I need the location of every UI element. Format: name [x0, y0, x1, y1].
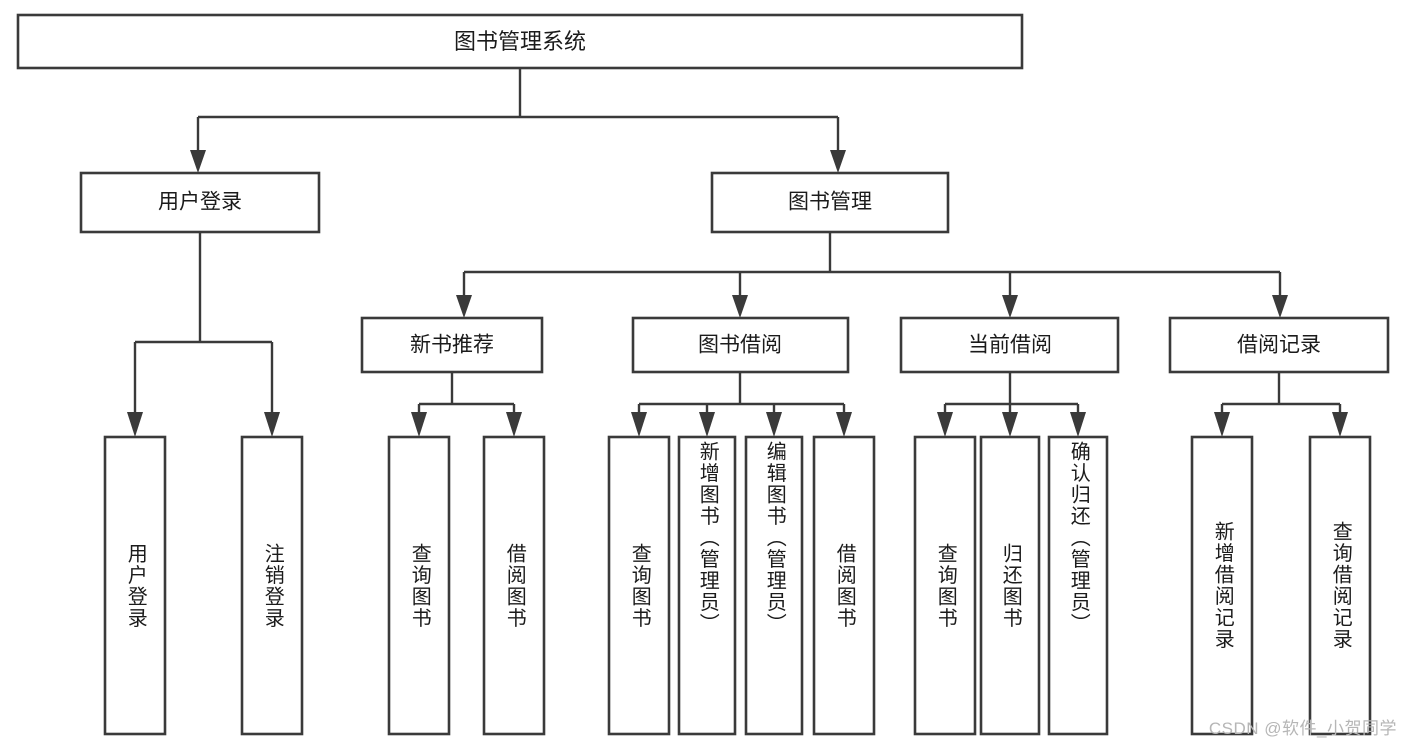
- arrow-to-leaf-confirm-return: [1070, 412, 1086, 437]
- leaf-box-query-book-2[interactable]: [607, 435, 671, 736]
- current-borrow-box[interactable]: [899, 316, 1120, 374]
- leaf-box-borrow-book-2[interactable]: [812, 435, 876, 736]
- book-borrow-label: 图书借阅: [698, 334, 782, 357]
- connector-current-borrow-leaves: [937, 372, 1086, 437]
- current-borrow-label: 当前借阅: [968, 334, 1052, 357]
- connector-borrow-record-leaves: [1214, 372, 1348, 437]
- arrow-to-leaf-add-record: [1214, 412, 1230, 437]
- arrow-to-new-book-rec: [456, 295, 472, 318]
- arrow-to-leaf-edit-book: [766, 412, 782, 437]
- node-root[interactable]: 图书管理系统: [16, 13, 1024, 70]
- leaf-box-return-book[interactable]: [979, 435, 1041, 736]
- arrow-to-leaf-query-book-1: [411, 412, 427, 437]
- leaf-box-confirm-return[interactable]: [1047, 435, 1109, 736]
- arrow-to-leaf-return-book: [1002, 412, 1018, 437]
- arrow-to-leaf-borrow-book-2: [836, 412, 852, 437]
- node-current-borrow[interactable]: 当前借阅: [899, 316, 1120, 374]
- leaf-box-query-record[interactable]: [1308, 435, 1372, 736]
- node-borrow-record[interactable]: 借阅记录: [1168, 316, 1390, 374]
- leaf-box-borrow-book-1[interactable]: [482, 435, 546, 736]
- arrow-to-book-borrow: [732, 295, 748, 318]
- root-box[interactable]: [16, 13, 1024, 70]
- node-new-book-rec[interactable]: 新书推荐: [360, 316, 544, 374]
- arrow-to-leaf-user-logout: [264, 412, 280, 437]
- connector-new-book-rec-leaves: [411, 372, 522, 437]
- leaf-box-user-logout[interactable]: [240, 435, 304, 736]
- new-book-rec-label: 新书推荐: [410, 334, 494, 357]
- arrow-to-leaf-add-book: [699, 412, 715, 437]
- leaf-box-query-book-3[interactable]: [913, 435, 977, 736]
- leaf-box-user-login[interactable]: [103, 435, 167, 736]
- root-label: 图书管理系统: [454, 29, 586, 54]
- leaf-box-query-book-1[interactable]: [387, 435, 451, 736]
- borrow-record-label: 借阅记录: [1237, 334, 1321, 357]
- arrow-to-leaf-query-book-2: [631, 412, 647, 437]
- leaf-box-edit-book[interactable]: [744, 435, 804, 736]
- node-user-login[interactable]: 用户登录: [79, 171, 321, 234]
- node-book-borrow[interactable]: 图书借阅: [631, 316, 850, 374]
- leaf-box-add-record[interactable]: [1190, 435, 1254, 736]
- arrow-to-user-login: [190, 150, 206, 173]
- arrow-to-leaf-user-login: [127, 412, 143, 437]
- arrow-to-leaf-query-book-3: [937, 412, 953, 437]
- arrow-to-book-manage: [830, 150, 846, 173]
- arrow-to-leaf-borrow-book-1: [506, 412, 522, 437]
- node-book-manage[interactable]: 图书管理: [710, 171, 950, 234]
- csdn-watermark: CSDN @软件_小贺同学: [1208, 719, 1397, 738]
- connector-user-login-leaves: [127, 232, 280, 437]
- arrow-to-borrow-record: [1272, 295, 1288, 318]
- arrow-to-leaf-query-record: [1332, 412, 1348, 437]
- connector-book-manage-children: [456, 232, 1288, 318]
- leaf-box-add-book[interactable]: [677, 435, 737, 736]
- connector-book-borrow-leaves: [631, 372, 852, 437]
- arrow-to-current-borrow: [1002, 295, 1018, 318]
- user-login-box[interactable]: [79, 171, 321, 234]
- user-login-label: 用户登录: [158, 191, 242, 214]
- book-manage-label: 图书管理: [788, 191, 872, 214]
- new-book-rec-box[interactable]: [360, 316, 544, 374]
- connector-root-bus: [190, 68, 846, 173]
